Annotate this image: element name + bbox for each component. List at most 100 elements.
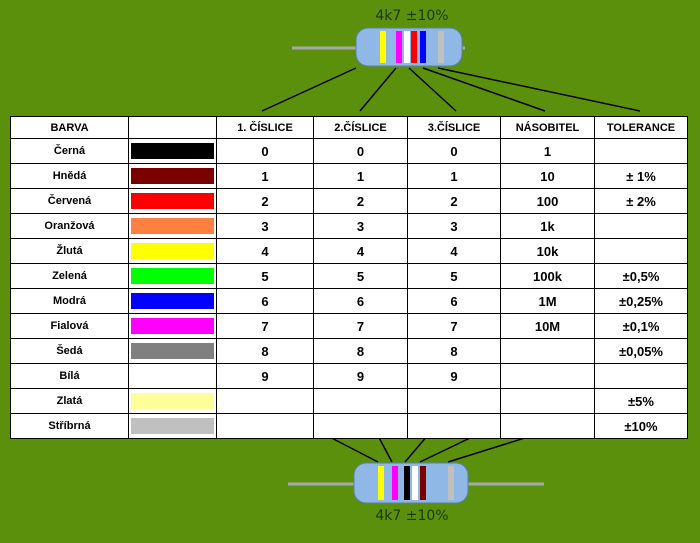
color-swatch — [131, 318, 214, 334]
tolerance-cell: ±0,25% — [594, 288, 688, 314]
header-tolerance: TOLERANCE — [594, 116, 688, 139]
multiplier-cell: 10k — [500, 238, 595, 264]
header-digit-2: 2.ČÍSLICE — [313, 116, 408, 139]
color-swatch — [131, 143, 214, 159]
bottom-resistor-bands — [378, 466, 454, 500]
digit-3-cell: 1 — [407, 163, 501, 189]
table-row: Zlatá ±5% — [10, 388, 688, 414]
color-name-cell: Zelená — [10, 263, 129, 289]
top-resistor-label: 4k7 ±10% — [375, 8, 449, 24]
digit-3-cell — [407, 413, 501, 439]
digit-3-cell: 0 — [407, 138, 501, 164]
color-swatch-cell — [128, 388, 217, 414]
tolerance-cell: ±0,1% — [594, 313, 688, 339]
top-leader-lines — [261, 67, 641, 112]
digit-2-cell: 2 — [313, 188, 408, 214]
color-name-cell: Bílá — [10, 363, 129, 389]
color-swatch-cell — [128, 138, 217, 164]
digit-1-cell: 2 — [216, 188, 314, 214]
digit-2-cell: 6 — [313, 288, 408, 314]
digit-3-cell — [407, 388, 501, 414]
color-name-cell: Modrá — [10, 288, 129, 314]
color-name-cell: Stříbrná — [10, 413, 129, 439]
color-swatch — [131, 218, 214, 234]
digit-1-cell: 0 — [216, 138, 314, 164]
digit-3-cell: 3 — [407, 213, 501, 239]
resistor-band — [420, 31, 426, 63]
color-swatch — [131, 418, 214, 434]
multiplier-cell: 1k — [500, 213, 595, 239]
multiplier-cell — [500, 413, 595, 439]
tolerance-cell — [594, 238, 688, 264]
color-name-cell: Šedá — [10, 338, 129, 364]
color-swatch-cell — [128, 213, 217, 239]
color-name-cell: Fialová — [10, 313, 129, 339]
digit-1-cell: 8 — [216, 338, 314, 364]
header-digit-1: 1. ČÍSLICE — [216, 116, 314, 139]
color-name-cell: Červená — [10, 188, 129, 214]
tolerance-cell — [594, 213, 688, 239]
digit-3-cell: 2 — [407, 188, 501, 214]
tolerance-cell: ±10% — [594, 413, 688, 439]
multiplier-cell — [500, 388, 595, 414]
tolerance-cell: ±0,05% — [594, 338, 688, 364]
digit-2-cell: 7 — [313, 313, 408, 339]
digit-2-cell: 8 — [313, 338, 408, 364]
color-swatch — [131, 293, 214, 309]
header-swatch — [128, 116, 217, 139]
tolerance-cell: ±5% — [594, 388, 688, 414]
color-swatch — [131, 243, 214, 259]
digit-1-cell: 7 — [216, 313, 314, 339]
digit-3-cell: 5 — [407, 263, 501, 289]
color-name-cell: Žlutá — [10, 238, 129, 264]
digit-2-cell — [313, 388, 408, 414]
digit-2-cell — [313, 413, 408, 439]
color-swatch — [131, 393, 214, 409]
color-name-cell: Zlatá — [10, 388, 129, 414]
table-row: Stříbrná ±10% — [10, 413, 688, 439]
digit-3-cell: 8 — [407, 338, 501, 364]
resistor-band — [438, 31, 444, 63]
digit-3-cell: 7 — [407, 313, 501, 339]
digit-1-cell — [216, 388, 314, 414]
resistor-band — [392, 466, 398, 500]
resistor-band — [448, 466, 454, 500]
color-name-cell: Hnědá — [10, 163, 129, 189]
multiplier-cell: 100 — [500, 188, 595, 214]
color-swatch-cell — [128, 188, 217, 214]
digit-3-cell: 9 — [407, 363, 501, 389]
digit-1-cell: 4 — [216, 238, 314, 264]
multiplier-cell: 10 — [500, 163, 595, 189]
digit-1-cell: 6 — [216, 288, 314, 314]
header-barva: BARVA — [10, 116, 129, 139]
digit-2-cell: 5 — [313, 263, 408, 289]
multiplier-cell: 1 — [500, 138, 595, 164]
tolerance-cell: ± 2% — [594, 188, 688, 214]
digit-2-cell: 3 — [313, 213, 408, 239]
digit-2-cell: 0 — [313, 138, 408, 164]
top-resistor-bands — [380, 31, 444, 63]
color-swatch-cell — [128, 313, 217, 339]
color-name-cell: Černá — [10, 138, 129, 164]
multiplier-cell: 10M — [500, 313, 595, 339]
resistor-band — [420, 466, 426, 500]
bottom-resistor-label: 4k7 ±10% — [375, 508, 449, 524]
color-name-cell: Oranžová — [10, 213, 129, 239]
multiplier-cell — [500, 363, 595, 389]
digit-2-cell: 4 — [313, 238, 408, 264]
color-swatch — [131, 193, 214, 209]
color-swatch — [131, 168, 214, 184]
resistor-band — [396, 31, 402, 63]
color-swatch-cell — [128, 363, 217, 389]
resistor-band — [378, 466, 384, 500]
tolerance-cell: ± 1% — [594, 163, 688, 189]
tolerance-cell — [594, 363, 688, 389]
